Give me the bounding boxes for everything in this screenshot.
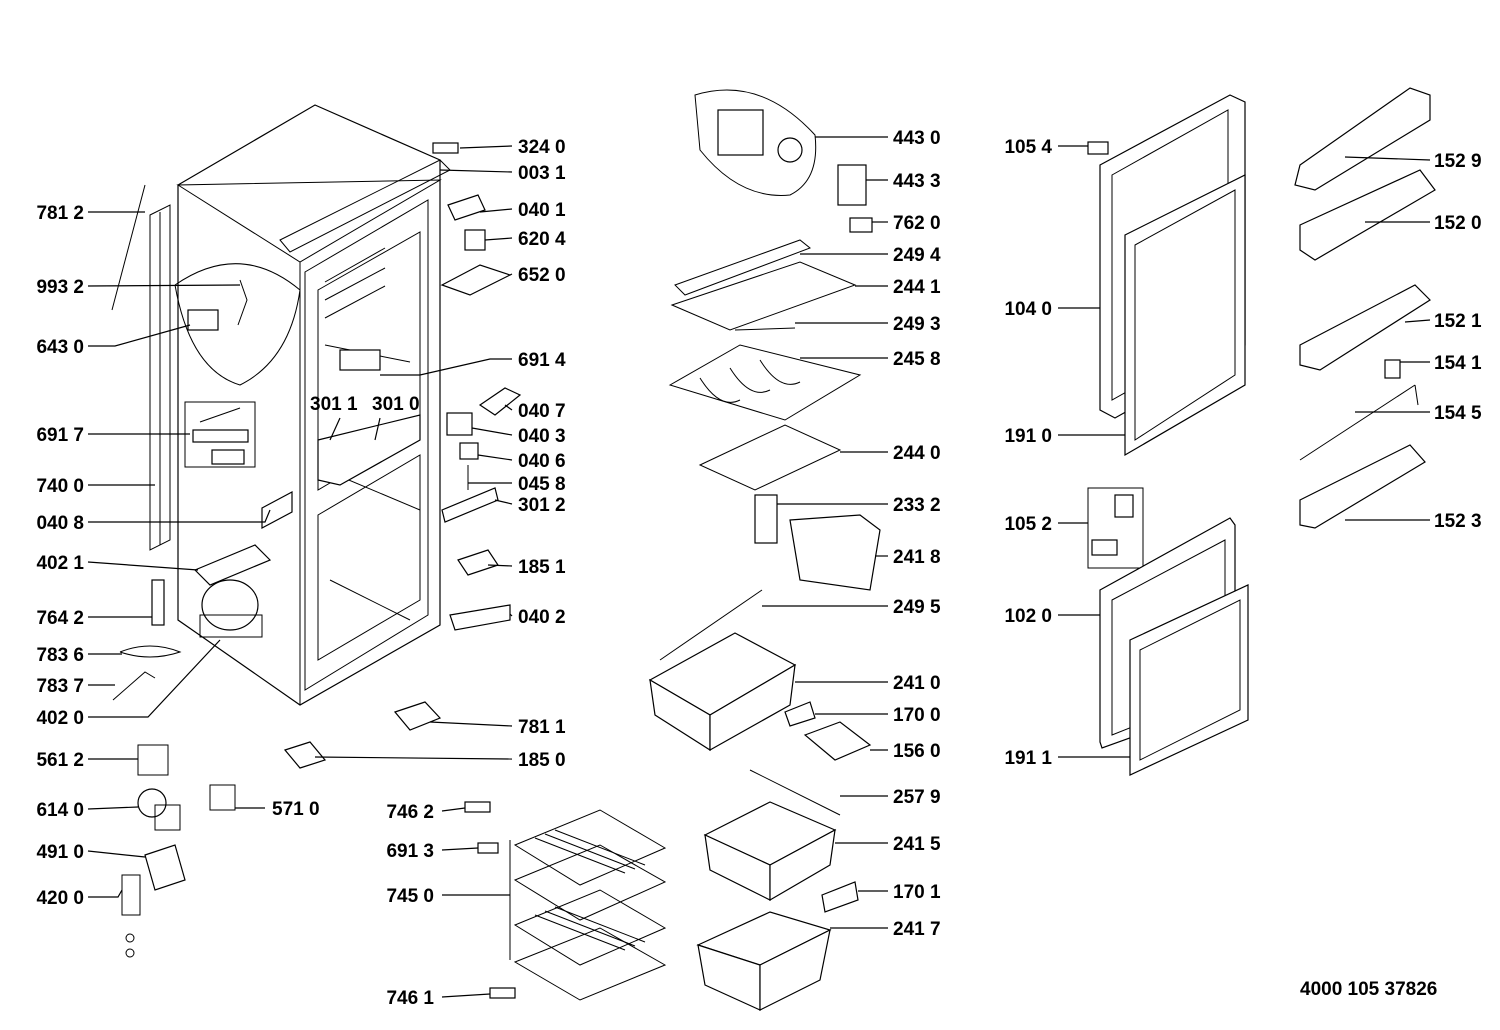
label-783-7: 783 7 [36,676,84,697]
label-491-0: 491 0 [36,842,84,863]
label-104-0: 104 0 [1004,299,1052,320]
label-045-8: 045 8 [518,474,566,495]
label-762-0: 762 0 [893,213,941,234]
label-233-2: 233 2 [893,495,941,516]
label-040-3: 040 3 [518,426,566,447]
part-number-labels: 781 2 993 2 643 0 691 7 740 0 040 8 402 … [36,128,1482,1009]
label-257-9: 257 9 [893,787,941,808]
rod-781-2 [111,184,146,311]
label-244-0: 244 0 [893,443,941,464]
document-number: 4000 105 37826 [1300,979,1437,1000]
label-620-4: 620 4 [518,229,566,250]
label-154-5: 154 5 [1434,403,1482,424]
lower-door [1099,517,1249,776]
label-170-0: 170 0 [893,705,941,726]
compressor-assembly [193,491,293,638]
label-249-5: 249 5 [893,597,941,618]
label-301-1: 301 1 [310,394,358,415]
detail-lens [174,263,301,386]
label-691-7: 691 7 [36,425,84,446]
label-040-7: 040 7 [518,401,566,422]
label-244-1: 244 1 [893,277,941,298]
label-156-0: 156 0 [893,741,941,762]
side-panel [149,204,171,551]
label-241-7: 241 7 [893,919,941,940]
label-105-2: 105 2 [1004,514,1052,535]
label-571-0: 571 0 [272,799,320,820]
label-191-0: 191 0 [1004,426,1052,447]
label-993-2: 993 2 [36,277,84,298]
label-185-1: 185 1 [518,557,566,578]
label-154-1: 154 1 [1434,353,1482,374]
label-561-2: 561 2 [36,750,84,771]
dairy-cover [1294,87,1431,191]
label-781-2: 781 2 [36,203,84,224]
detail-443-0 [694,89,817,196]
label-170-1: 170 1 [893,882,941,903]
label-152-0: 152 0 [1434,213,1482,234]
label-301-0: 301 0 [372,394,420,415]
label-102-0: 102 0 [1004,606,1052,627]
parts-line-art [111,87,1436,1011]
evaporator-coil [668,344,862,421]
label-746-1: 746 1 [386,988,434,1009]
label-241-0: 241 0 [893,673,941,694]
label-241-5: 241 5 [893,834,941,855]
label-105-4: 105 4 [1004,137,1052,158]
label-402-0: 402 0 [36,708,84,729]
label-249-3: 249 3 [893,314,941,335]
label-301-2: 301 2 [518,495,566,516]
label-746-2: 746 2 [386,802,434,823]
label-764-2: 764 2 [36,608,84,629]
leader-lines [87,136,1431,998]
part-491-0 [144,844,186,891]
label-191-1: 191 1 [1004,748,1052,769]
label-691-4: 691 4 [518,350,566,371]
label-781-1: 781 1 [518,717,566,738]
label-745-0: 745 0 [386,886,434,907]
upper-door [1099,94,1246,457]
label-740-0: 740 0 [36,476,84,497]
label-185-0: 185 0 [518,750,566,771]
label-003-1: 003 1 [518,163,566,184]
label-245-8: 245 8 [893,349,941,370]
part-420-0 [121,874,141,916]
label-040-2: 040 2 [518,607,566,628]
label-402-1: 402 1 [36,553,84,574]
label-691-3: 691 3 [386,841,434,862]
label-040-1: 040 1 [518,200,566,221]
label-040-8: 040 8 [36,513,84,534]
label-040-6: 040 6 [518,451,566,472]
label-249-4: 249 4 [893,245,941,266]
label-643-0: 643 0 [36,337,84,358]
part-614-0 [137,788,167,818]
part-764-2 [151,579,165,626]
part-571-0 [209,784,236,811]
label-324-0: 324 0 [518,137,566,158]
label-652-0: 652 0 [518,265,566,286]
part-561-2 [137,744,169,776]
label-614-0: 614 0 [36,800,84,821]
label-152-3: 152 3 [1434,511,1482,532]
label-443-0: 443 0 [893,128,941,149]
label-152-1: 152 1 [1434,311,1482,332]
label-420-0: 420 0 [36,888,84,909]
label-783-6: 783 6 [36,645,84,666]
wire-shelves [509,809,667,1001]
label-241-8: 241 8 [893,547,941,568]
label-152-9: 152 9 [1434,151,1482,172]
label-443-3: 443 3 [893,171,941,192]
